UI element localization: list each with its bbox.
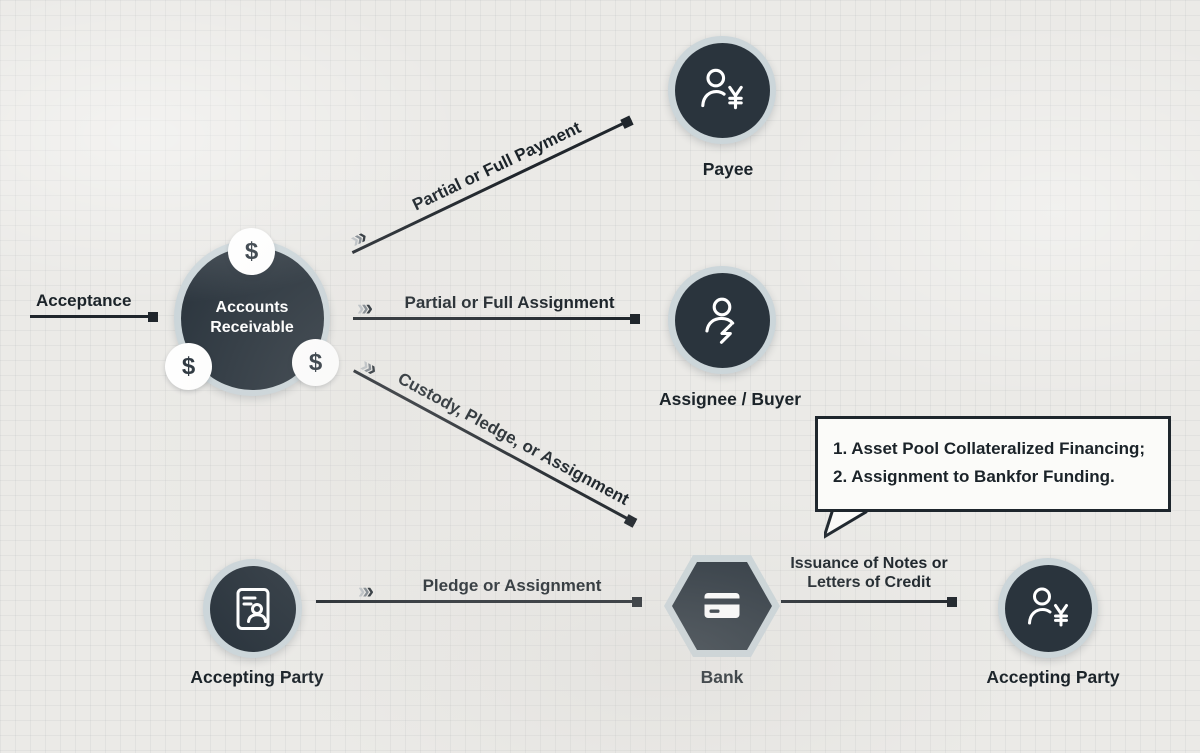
edge-acceptance: Acceptance bbox=[30, 291, 158, 322]
triple-chevron-icon: ››› bbox=[357, 295, 373, 320]
person-yuan-icon bbox=[701, 68, 743, 110]
accepting-party-right-label: Accepting Party bbox=[986, 667, 1120, 687]
edge-partial-assignment: ››› Partial or Full Assignment bbox=[353, 293, 640, 324]
edge-custody-line bbox=[353, 369, 638, 528]
node-assignee-buyer bbox=[668, 266, 776, 374]
edge-partial-payment-label: Partial or Full Payment bbox=[409, 117, 584, 215]
edge-acceptance-label: Acceptance bbox=[36, 291, 132, 310]
callout-line-2: 2. Assignment to Bankfor Funding. bbox=[833, 467, 1115, 486]
callout-note: 1. Asset Pool Collateralized Financing; … bbox=[815, 416, 1171, 539]
edge-issuance-line2: Letters of Credit bbox=[807, 574, 931, 591]
edge-custody: ››› Custody, Pledge, or Assignment bbox=[353, 349, 647, 528]
edge-issuance-line bbox=[781, 596, 957, 607]
edge-partial-payment: ››› Partial or Full Payment bbox=[342, 98, 634, 254]
arrow-end-marker bbox=[624, 513, 638, 528]
edge-acceptance-line bbox=[30, 311, 158, 322]
edge-issuance-label: Issuance of Notes or Letters of Credit bbox=[781, 554, 957, 592]
credit-card-icon bbox=[704, 593, 740, 618]
callout-line-1: 1. Asset Pool Collateralized Financing; bbox=[833, 439, 1146, 458]
dollar-badge-bottom-right: $ bbox=[292, 339, 339, 386]
edge-partial-assignment-label: Partial or Full Assignment bbox=[404, 293, 615, 312]
edge-pledge: ››› Pledge or Assignment bbox=[316, 576, 642, 607]
dollar-badge-bottom-left: $ bbox=[165, 343, 212, 390]
edge-issuance: Issuance of Notes or Letters of Credit bbox=[781, 554, 957, 607]
arrow-end-marker bbox=[620, 115, 634, 129]
dollar-icon: $ bbox=[244, 237, 259, 265]
assignee-buyer-label: Assignee / Buyer bbox=[659, 389, 801, 409]
arrow-end-marker bbox=[630, 313, 640, 324]
edge-partial-payment-line bbox=[351, 115, 634, 254]
dollar-icon: $ bbox=[181, 352, 196, 380]
arrow-end-marker bbox=[148, 311, 158, 322]
accepting-party-left-label: Accepting Party bbox=[190, 667, 324, 687]
person-transfer-icon bbox=[705, 297, 735, 344]
accounts-receivable-label: Accounts Receivable bbox=[210, 299, 294, 336]
bank-label: Bank bbox=[700, 667, 744, 687]
accepting-party-right-circle bbox=[1004, 564, 1092, 652]
payee-circle bbox=[674, 42, 770, 138]
edge-issuance-line1: Issuance of Notes or bbox=[790, 555, 948, 572]
edge-custody-label: Custody, Pledge, or Assignment bbox=[394, 368, 633, 510]
arrow-end-marker bbox=[947, 596, 957, 607]
assignee-circle bbox=[674, 272, 770, 368]
dollar-badge-top: $ bbox=[228, 228, 275, 275]
triple-chevron-icon: ››› bbox=[358, 578, 374, 603]
edge-pledge-label: Pledge or Assignment bbox=[422, 576, 602, 595]
node-accepting-party-left bbox=[203, 559, 302, 658]
node-payee bbox=[668, 36, 776, 144]
node-bank bbox=[672, 562, 772, 650]
arrow-end-marker bbox=[632, 596, 642, 607]
accepting-party-left-circle bbox=[209, 565, 296, 652]
edge-pledge-line bbox=[316, 596, 642, 607]
person-yuan-icon bbox=[1028, 587, 1068, 627]
payee-label: Payee bbox=[702, 159, 754, 179]
id-document-icon bbox=[236, 587, 269, 630]
callout-tail bbox=[824, 512, 868, 539]
dollar-icon: $ bbox=[308, 348, 323, 376]
node-accepting-party-right bbox=[998, 558, 1098, 658]
edge-partial-assignment-line bbox=[353, 313, 640, 324]
